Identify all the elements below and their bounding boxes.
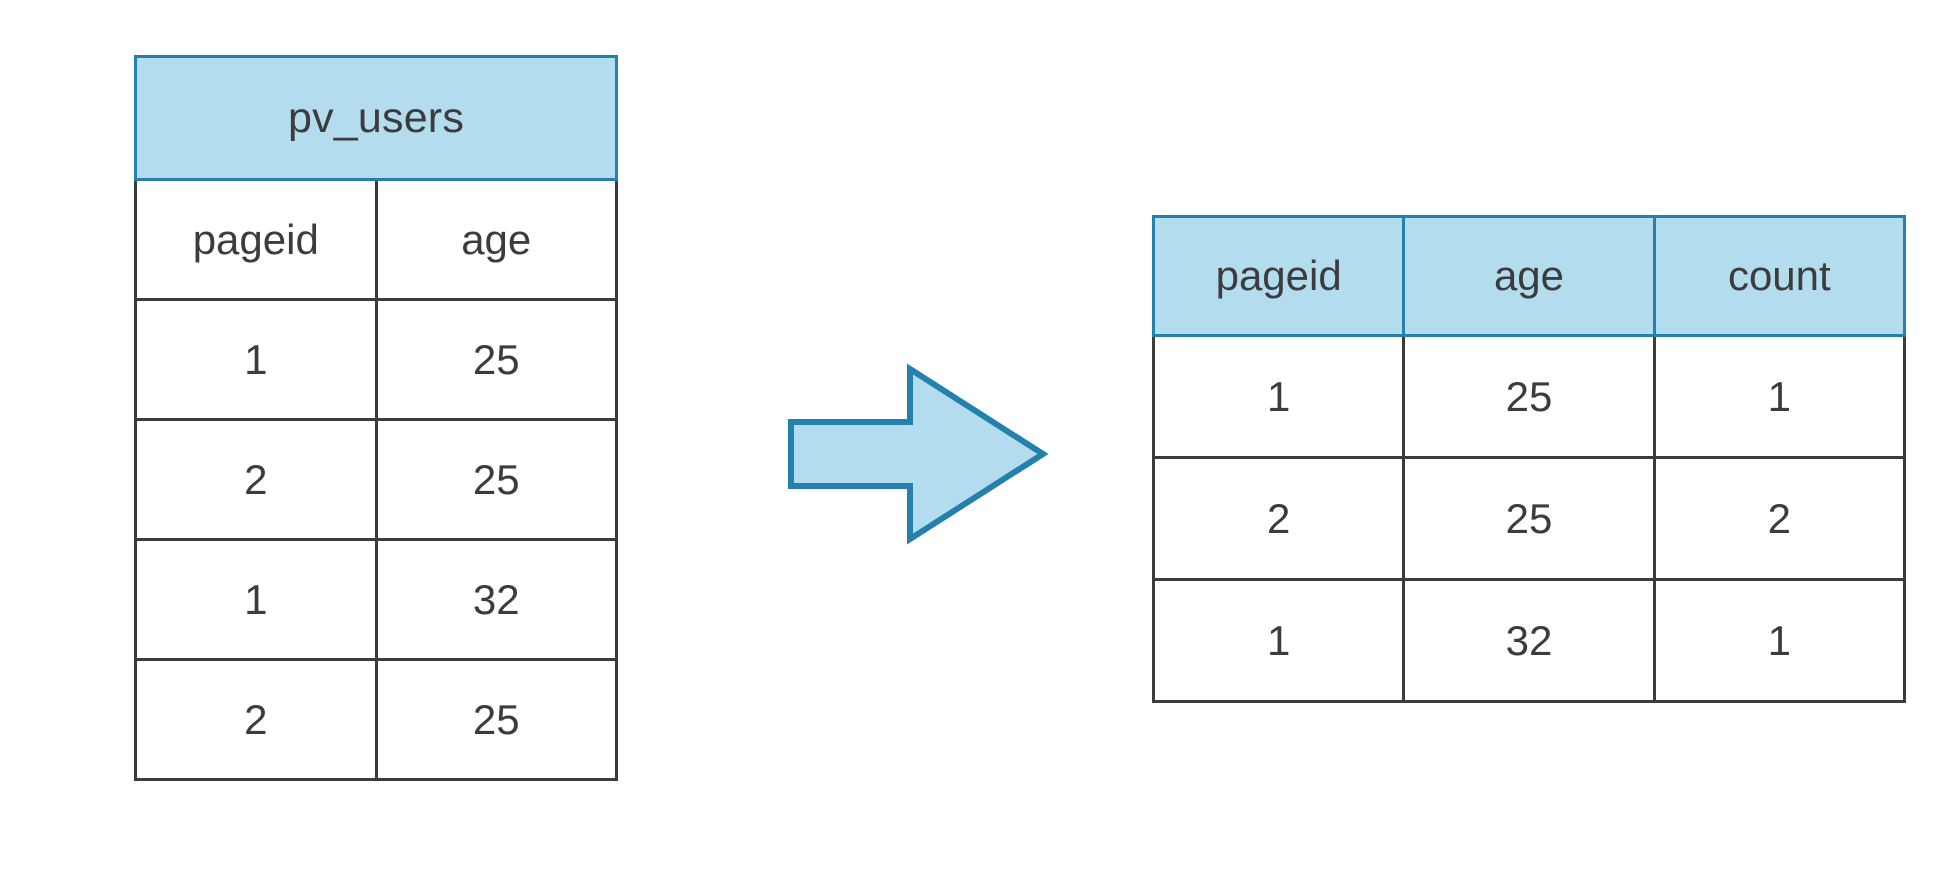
right-arrow-polygon <box>788 363 1049 545</box>
source-cell-pageid: 1 <box>134 298 378 421</box>
source-table: pv_users pageid age 1 25 2 25 1 32 2 25 <box>134 55 618 781</box>
result-cell-pageid: 2 <box>1151 456 1406 581</box>
result-cell-age: 25 <box>1402 456 1656 581</box>
source-table-header-row: pageid age <box>134 178 618 301</box>
source-cell-age: 32 <box>374 538 618 661</box>
result-table-header-row: pageid age count <box>1151 215 1907 337</box>
table-row: 1 25 <box>134 298 618 421</box>
result-cell-age: 25 <box>1402 334 1656 459</box>
source-cell-age: 25 <box>374 658 618 781</box>
result-column-header-age: age <box>1402 215 1656 337</box>
result-cell-pageid: 1 <box>1151 334 1406 459</box>
source-cell-pageid: 1 <box>134 538 378 661</box>
source-cell-age: 25 <box>374 298 618 421</box>
result-cell-count: 1 <box>1652 334 1907 459</box>
table-row: 2 25 <box>134 418 618 541</box>
result-cell-count: 2 <box>1652 456 1907 581</box>
table-row: 1 25 1 <box>1151 334 1907 459</box>
source-cell-pageid: 2 <box>134 418 378 541</box>
source-table-title: pv_users <box>134 55 618 181</box>
table-row: 2 25 2 <box>1151 456 1907 581</box>
source-cell-pageid: 2 <box>134 658 378 781</box>
right-arrow-icon <box>786 363 1049 545</box>
result-cell-pageid: 1 <box>1151 578 1406 703</box>
source-table-title-row: pv_users <box>134 55 618 181</box>
source-column-header-age: age <box>374 178 618 301</box>
result-column-header-pageid: pageid <box>1151 215 1406 337</box>
table-row: 2 25 <box>134 658 618 781</box>
table-row: 1 32 1 <box>1151 578 1907 703</box>
result-column-header-count: count <box>1652 215 1907 337</box>
source-column-header-pageid: pageid <box>134 178 378 301</box>
result-cell-age: 32 <box>1402 578 1656 703</box>
result-cell-count: 1 <box>1652 578 1907 703</box>
source-cell-age: 25 <box>374 418 618 541</box>
right-arrow-shape <box>788 363 1049 545</box>
table-row: 1 32 <box>134 538 618 661</box>
result-table: pageid age count 1 25 1 2 25 2 1 32 1 <box>1151 215 1907 703</box>
